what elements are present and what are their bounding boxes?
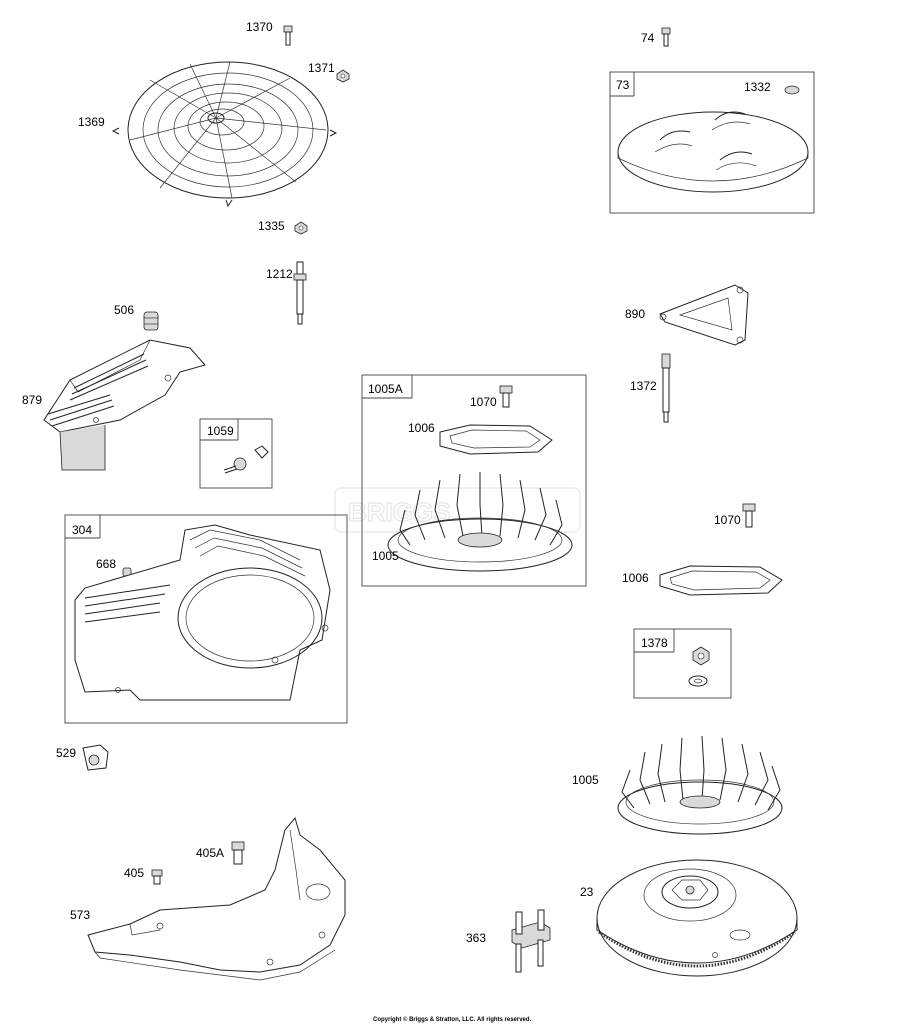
kit-box-73: [609, 71, 815, 214]
bolt-1070-kit: [499, 385, 513, 408]
grommet-506: [143, 311, 159, 331]
blower-shroud-879: [43, 339, 206, 471]
screw-74: [661, 27, 671, 47]
label-529: 529: [56, 746, 76, 760]
kit-box-304: [64, 514, 348, 724]
label-1335: 1335: [258, 219, 285, 233]
bolt-405: [151, 869, 163, 885]
label-1371: 1371: [308, 61, 335, 75]
label-405A: 405A: [196, 846, 224, 860]
label-1332: 1332: [744, 80, 771, 94]
rotating-screen-73: [617, 111, 809, 193]
label-506: 506: [114, 303, 134, 317]
label-668: 668: [96, 557, 116, 571]
washer-1332: [784, 85, 800, 95]
screw-1370: [283, 25, 293, 46]
label-304: 304: [72, 523, 92, 537]
bolt-405A: [231, 841, 245, 865]
kit-box-1059: [199, 418, 273, 489]
label-1378: 1378: [641, 636, 668, 650]
label-1070-kit: 1070: [470, 395, 497, 409]
stud-1372: [661, 353, 671, 423]
label-1006: 1006: [622, 571, 649, 585]
air-guide-573: [87, 816, 346, 981]
label-1212: 1212: [266, 267, 293, 281]
blower-housing-304: [74, 524, 331, 701]
kit-box-1005A: [361, 374, 587, 587]
copyright-text: Copyright © Briggs & Stratton, LLC. All …: [373, 1016, 532, 1023]
nut-washer-1378: [688, 646, 710, 687]
fan-guard-grill: [111, 61, 338, 208]
fan-1005-kit: [387, 472, 573, 572]
screw-washer-1059: [223, 445, 269, 474]
spacer-plate-1006: [659, 565, 783, 596]
label-74: 74: [641, 31, 655, 45]
label-890: 890: [625, 307, 645, 321]
label-1369: 1369: [78, 115, 105, 129]
nut-1371: [336, 69, 350, 83]
kit-box-1378: [633, 628, 732, 699]
nut-1335: [294, 221, 308, 235]
flywheel-23: [596, 859, 798, 977]
label-73: 73: [616, 78, 630, 92]
label-1006-kit: 1006: [408, 421, 435, 435]
label-573: 573: [70, 908, 90, 922]
stud-1212: [293, 261, 307, 325]
label-1005A: 1005A: [368, 382, 403, 396]
clip-529: [82, 744, 109, 771]
label-1005-kit: 1005: [372, 549, 399, 563]
label-405: 405: [124, 866, 144, 880]
label-1372: 1372: [630, 379, 657, 393]
label-879: 879: [22, 393, 42, 407]
fan-1005: [617, 735, 783, 835]
triangle-plate-890: [659, 284, 749, 346]
label-1070: 1070: [714, 513, 741, 527]
spacer-plate-1006-kit: [439, 424, 553, 455]
label-1005: 1005: [572, 773, 599, 787]
label-1370: 1370: [246, 20, 273, 34]
label-23: 23: [580, 885, 594, 899]
bolt-1070: [742, 503, 756, 528]
label-1059: 1059: [207, 424, 234, 438]
bracket-363: [511, 909, 551, 973]
label-363: 363: [466, 931, 486, 945]
